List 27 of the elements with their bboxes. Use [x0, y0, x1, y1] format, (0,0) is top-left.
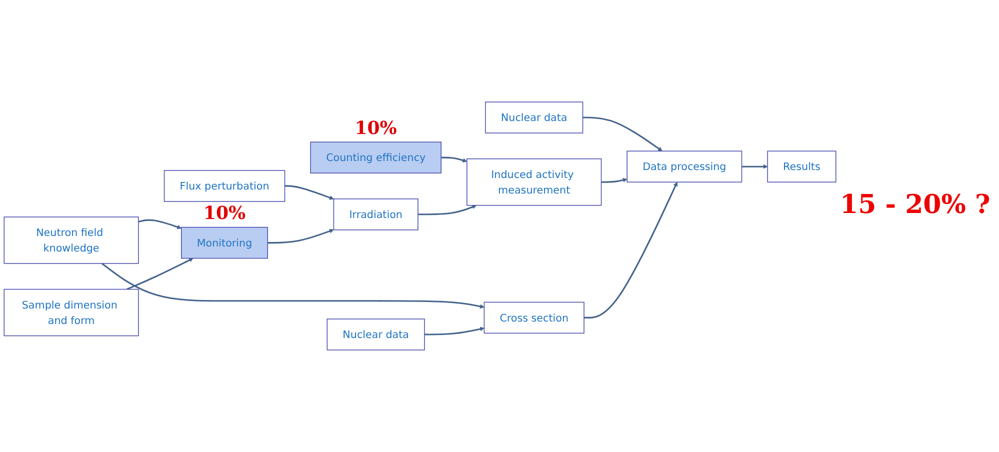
uncertainty-note: 15 - 20% ? [840, 190, 990, 220]
arrow [584, 182, 678, 318]
node-box: Counting efficiency [310, 142, 442, 174]
arrow [102, 262, 484, 309]
arrow [138, 219, 182, 230]
node-box: Cross section [484, 302, 584, 334]
node-box: Data processing [626, 150, 742, 182]
arrow [418, 204, 477, 216]
percentage-note: 10% [202, 203, 247, 226]
arrow [424, 326, 484, 336]
arrow [268, 228, 334, 244]
arrow [601, 178, 628, 183]
percentage-note: 10% [354, 118, 398, 140]
arrow [284, 185, 334, 200]
arrow [582, 116, 662, 152]
node-box: Sample dimension and form [4, 288, 139, 336]
node-box: Flux perturbation [164, 170, 286, 202]
arrow [742, 164, 768, 169]
node-box: Irradiation [333, 198, 418, 230]
node-box: Induced activity measurement [466, 158, 602, 206]
arrow [441, 156, 468, 162]
node-box: Neutron field knowledge [4, 216, 139, 264]
node-box: Nuclear data [326, 318, 425, 350]
node-box: Nuclear data [485, 102, 584, 134]
node-box: Results [767, 150, 836, 182]
node-box: Monitoring [181, 226, 268, 259]
arrow [126, 258, 194, 290]
